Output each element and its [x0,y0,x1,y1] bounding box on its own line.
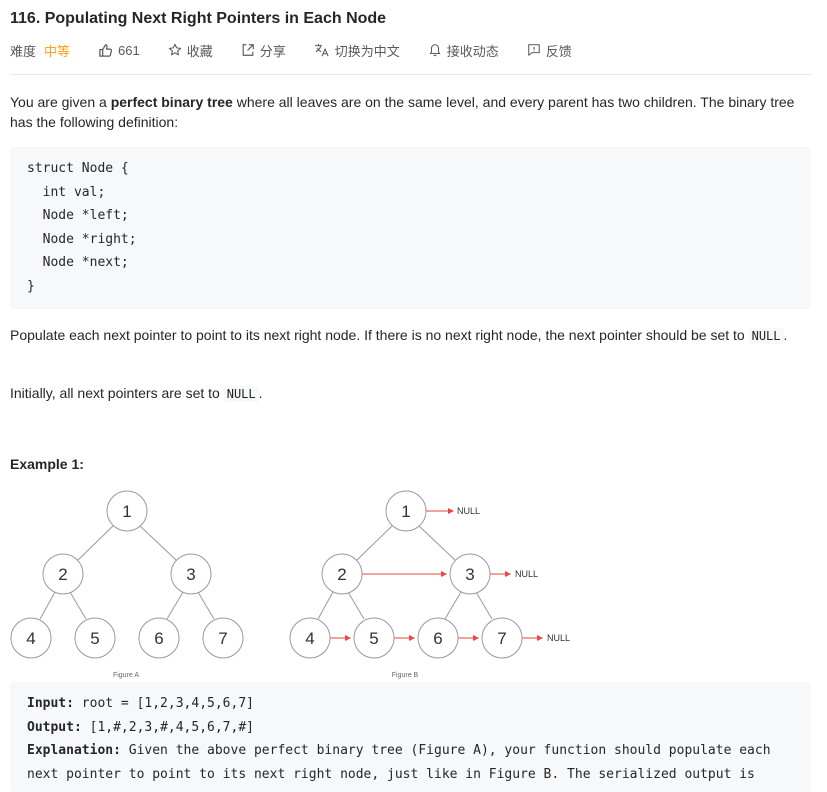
header-divider [10,74,811,75]
figure-b-tree: 1 2 3 4 5 6 7 NULL NULL NULL Figure B [289,490,570,679]
svg-text:4: 4 [305,629,314,648]
code-line: Node *next; [27,255,129,270]
code-line: int val; [27,184,106,200]
notify-button[interactable]: 接收动态 [428,41,499,60]
p1-text-end: where all leaves are on the same level, … [10,94,795,130]
null-inline-code: NULL [223,386,259,402]
translate-button[interactable]: 切换为中文 [314,41,400,60]
tree-node: 6 [138,617,180,659]
difficulty-label: 难度 [10,43,37,59]
figure-a-caption: Figure A [113,672,139,679]
svg-text:6: 6 [154,629,163,648]
translate-icon [314,43,329,57]
explanation-label: Explanation: [27,743,121,758]
svg-text:1: 1 [122,502,131,521]
problem-meta-bar: 难度 中等 661 收藏 分享 切换为中文 接收动态 反馈 [10,40,600,60]
output-label: Output: [27,719,82,735]
svg-text:4: 4 [26,629,35,648]
svg-text:1: 1 [401,502,410,521]
tree-node: 7 [481,617,523,659]
svg-text:6: 6 [433,629,442,648]
favorite-label: 收藏 [186,43,213,59]
null-inline-code: NULL [748,328,784,344]
svg-text:2: 2 [58,565,67,584]
tree-node: 4 [10,617,52,659]
tree-node: 5 [353,617,395,659]
difficulty: 难度 中等 [10,41,70,60]
tree-node: 1 [106,490,148,532]
p1-text: You are given a [10,94,111,110]
svg-text:5: 5 [369,629,378,648]
svg-text:7: 7 [218,629,227,648]
example-output: Output: [1,#,2,3,#,4,5,6,7,#] [27,718,254,738]
share-button[interactable]: 分享 [241,41,286,60]
tree-node: 5 [74,617,116,659]
thumbs-up-icon [99,43,113,57]
description-paragraph-1: You are given a perfect binary tree wher… [10,92,810,132]
feedback-button[interactable]: 反馈 [527,41,572,60]
tree-node: 1 [385,490,427,532]
input-value: root = [1,2,3,4,5,6,7] [73,696,254,711]
p3-text: Initially, all next pointers are set to [10,385,224,401]
explanation-text: Given the above perfect binary tree (Fig… [120,743,771,758]
svg-text:3: 3 [186,565,195,584]
figure-a-edges [39,524,215,620]
code-line: struct Node { [27,161,129,176]
tree-node: 3 [449,553,491,595]
code-line: Node *left; [27,208,129,223]
code-line: Node *right; [27,231,137,247]
feedback-icon [528,44,540,56]
node-definition-code: struct Node { int val; Node *left; Node … [10,147,811,309]
p2-text: Populate each next pointer to point to i… [10,327,749,343]
like-button[interactable]: 661 [98,43,140,58]
star-icon [168,43,181,56]
example-explanation-cont: next pointer to point to its next right … [27,766,755,782]
p2-text-end: . [783,327,788,343]
problem-title: 116. Populating Next Right Pointers in E… [10,10,387,27]
tree-node: 4 [289,617,331,659]
svg-text:7: 7 [497,629,506,648]
share-icon [242,44,254,56]
favorite-button[interactable]: 收藏 [168,41,213,60]
tree-node: 3 [170,553,212,595]
figure-b-edges [317,524,493,620]
example-figure: 1 2 3 4 5 6 7 Figure A 1 2 3 4 5 6 7 NUL… [10,490,570,679]
example-title: Example 1: [10,456,84,472]
null-label: NULL [515,569,538,579]
tree-node: 2 [321,553,363,595]
svg-text:5: 5 [90,629,99,648]
svg-text:2: 2 [337,565,346,584]
difficulty-value: 中等 [44,43,71,59]
like-count: 661 [118,42,140,58]
example-io-block: Input: root = [1,2,3,4,5,6,7] Output: [1… [10,682,811,792]
example-explanation: Explanation: Given the above perfect bin… [27,741,771,761]
output-value: [1,#,2,3,#,4,5,6,7,#] [81,719,254,735]
tree-node: 7 [202,617,244,659]
feedback-label: 反馈 [545,43,572,59]
translate-label: 切换为中文 [334,43,400,59]
input-label: Input: [27,696,74,711]
p1-bold: perfect binary tree [110,94,233,110]
figure-b-next-pointers [330,508,543,641]
example-input: Input: root = [1,2,3,4,5,6,7] [27,694,254,714]
bell-icon [429,44,440,57]
notify-label: 接收动态 [446,43,499,59]
null-label: NULL [547,633,570,643]
figure-a-tree: 1 2 3 4 5 6 7 Figure A [10,490,244,679]
code-line: } [27,278,35,294]
share-label: 分享 [259,43,286,59]
description-paragraph-2: Populate each next pointer to point to i… [10,325,810,346]
null-label: NULL [457,506,480,516]
tree-node: 2 [42,553,84,595]
description-paragraph-3: Initially, all next pointers are set to … [10,383,810,404]
svg-text:3: 3 [465,565,474,584]
p3-text-end: . [258,385,263,401]
tree-node: 6 [417,617,459,659]
figure-b-caption: Figure B [392,672,419,679]
